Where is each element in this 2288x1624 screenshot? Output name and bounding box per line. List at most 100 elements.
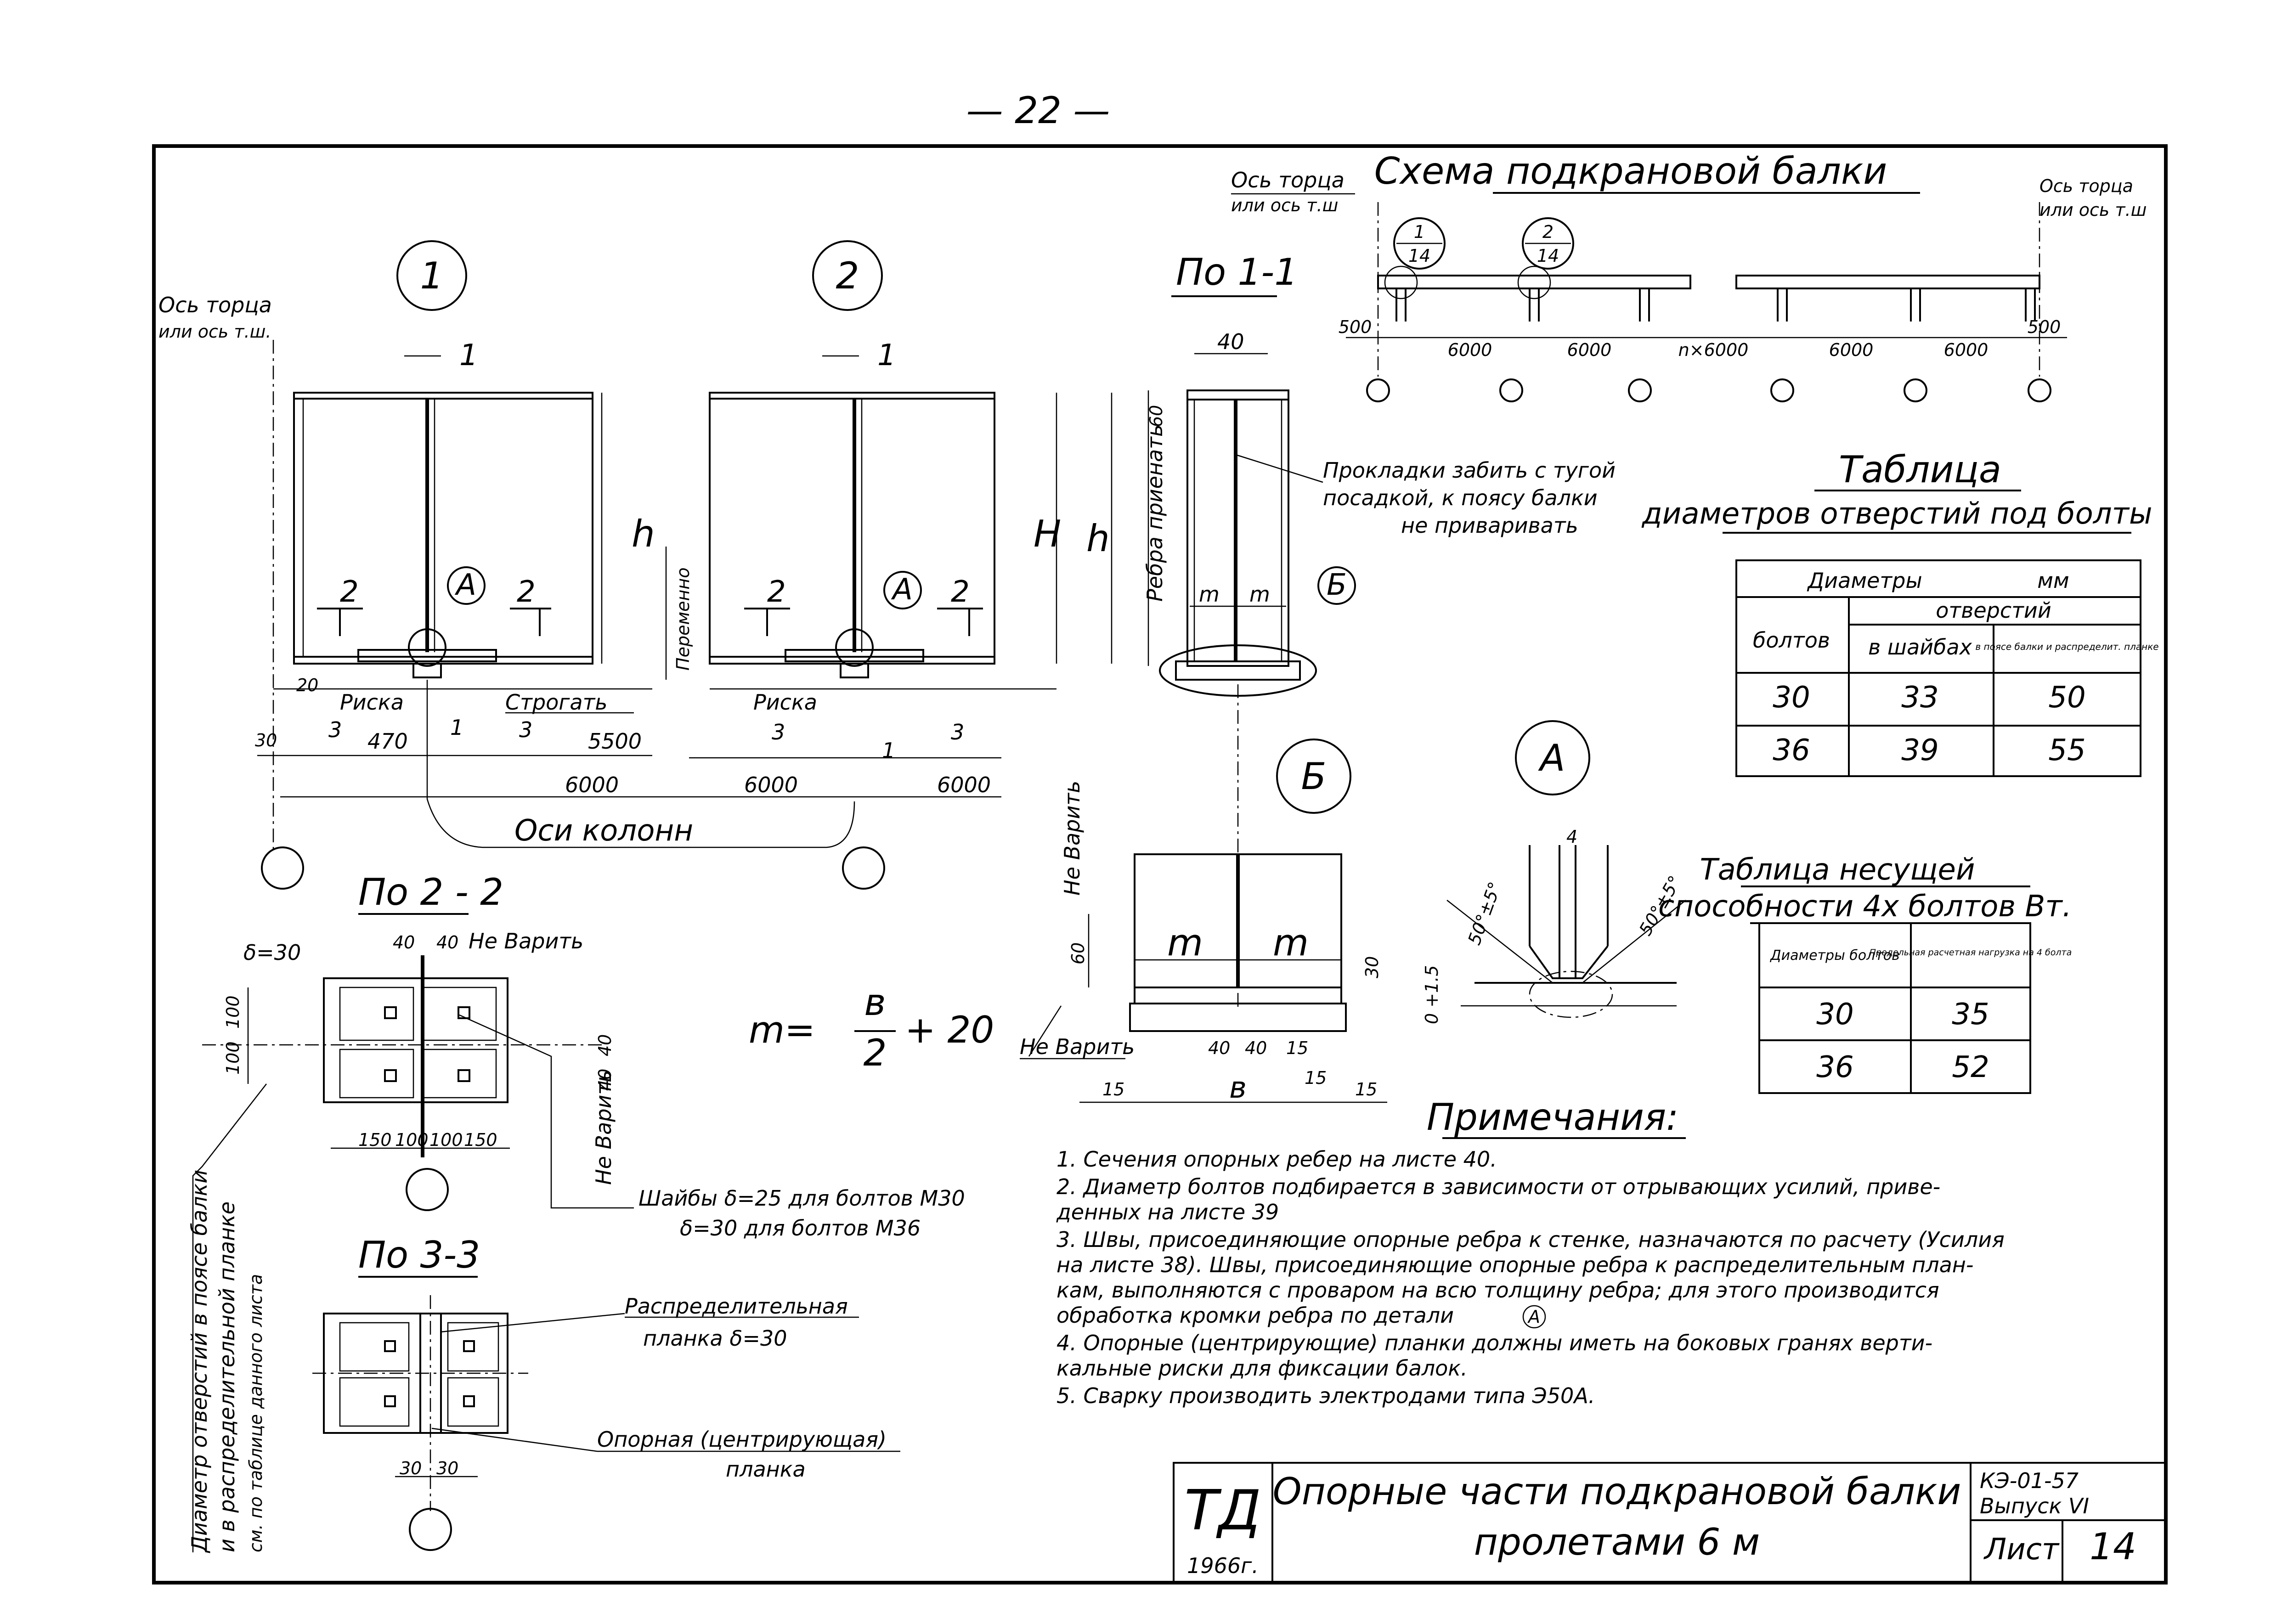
table1-r2-c1: 36 [1773, 733, 1810, 767]
view1-axis-label-1: Ось торца [158, 293, 272, 317]
table1-r1-c1: 30 [1773, 681, 1810, 715]
section22-d40d: 40 [595, 1069, 615, 1091]
tb-issue: Выпуск VI [1980, 1494, 2089, 1518]
view1-d3-right: 3 [519, 717, 532, 742]
detail-b-d30: 30 [1362, 956, 1382, 978]
detail-b-no-weld-left: Не Варить [1020, 1034, 1135, 1059]
view1-d470: 470 [367, 729, 408, 754]
section33-support-2: планка [726, 1457, 806, 1482]
capacity-table: Таблица несущей способности 4х болтов Вт… [1658, 853, 2072, 1094]
view2-cut-2-right: 2 [951, 575, 970, 609]
formula: m= в 2 + 20 [749, 981, 994, 1074]
side-note-2: и в распределительной планке [215, 1201, 239, 1552]
section22-d100b: 100 [223, 1041, 243, 1075]
view1-axis-label-2: или ось т.ш. [158, 321, 271, 342]
tb-org: ТД [1184, 1479, 1261, 1543]
view1-cut-2-right: 2 [517, 575, 536, 609]
view1-riska: Риска [340, 690, 404, 715]
scheme-dim-500-right: 500 [2028, 317, 2061, 337]
detail-b-d15d: 15 [1355, 1079, 1377, 1100]
detail-b-d15b: 15 [1305, 1068, 1327, 1088]
note-line-4: 3. Швы, присоединяющие опорные ребра к с… [1056, 1227, 2005, 1252]
table1-r1-c2: 33 [1901, 681, 1938, 715]
scheme-dim-500-left: 500 [1339, 317, 1372, 337]
section11-m-right: m [1249, 582, 1270, 607]
note-line-6: кам, выполняются с проваром на всю толщи… [1056, 1278, 1939, 1303]
formula-rhs: + 20 [905, 1009, 994, 1051]
view1-d6000: 6000 [565, 773, 619, 797]
notes-title: Примечания: [1427, 1096, 1678, 1139]
scheme-dim-6000-4: 6000 [1944, 340, 1989, 360]
table1-col-plank: в поясе балки и распределит. планке [1975, 641, 2158, 652]
detail-b-d15c: 15 [1102, 1079, 1124, 1100]
view2-riska: Риска [753, 690, 817, 715]
scheme-axis-right-1: Ось торца [2039, 176, 2133, 196]
section11-note-3: не приваривать [1401, 513, 1578, 538]
section11-note-1: Прокладки забить с тугой [1323, 458, 1616, 483]
side-note-1: Диаметр отверстий в поясе балки [187, 1170, 212, 1553]
view2-cut-2-left: 2 [767, 575, 786, 609]
view1-cut-2-left: 2 [340, 575, 359, 609]
scheme-callout-1-top: 1 [1414, 222, 1425, 242]
scheme-dim-6000-2: 6000 [1567, 340, 1612, 360]
table2-r1-c2: 35 [1952, 998, 1989, 1032]
side-note: Диаметр отверстий в поясе балки и в расп… [187, 1083, 267, 1553]
scheme-callout-1-bottom: 14 [1408, 246, 1430, 266]
table2-title-1: Таблица несущей [1700, 853, 1975, 887]
table2-title-2: способности 4х болтов Вт. [1658, 890, 2072, 924]
notes: Примечания: 1. Сечения опорных ребер на … [1056, 1096, 2005, 1408]
scheme-callout-2-bottom: 14 [1537, 246, 1559, 266]
section33-distrib-1: Распределительная [625, 1294, 848, 1319]
note-line-9: кальные риски для фиксации балок. [1056, 1356, 1468, 1381]
tb-year: 1966г. [1187, 1553, 1259, 1578]
view2-d1: 1 [882, 738, 895, 763]
scheme-dim-6000-1: 6000 [1448, 340, 1492, 360]
section22-washers-2: δ=30 для болтов М36 [680, 1216, 921, 1241]
view1-osi-kolonn: Оси колонн [514, 814, 693, 848]
detail-b: Б Не Варить 60 m m 30 40 40 15 15 15 в 1… [1020, 739, 1387, 1105]
detail-b-d60: 60 [1068, 942, 1088, 964]
section11-d40: 40 [1217, 329, 1244, 354]
note-line-7: обработка кромки ребра по детали [1056, 1303, 1454, 1328]
formula-den: 2 [864, 1032, 887, 1074]
scheme-callout-2-top: 2 [1542, 222, 1554, 242]
table2-r2-c1: 36 [1816, 1050, 1853, 1084]
view2-d6000b: 6000 [937, 773, 991, 797]
section22-delta: δ=30 [243, 940, 301, 965]
tb-sheet-number: 14 [2090, 1525, 2136, 1568]
page-number: — 22 — [966, 89, 1110, 132]
view1-detail-a: А [454, 568, 476, 602]
detail-a-angle-left: 50°±5° [1464, 879, 1505, 947]
section11-detail-b: Б [1327, 568, 1347, 602]
view2-number: 2 [836, 254, 859, 297]
section11-m-left: m [1199, 582, 1220, 607]
table1-subtitle: диаметров отверстий под болты [1642, 497, 2152, 531]
tb-sheet-label: Лист [1983, 1533, 2060, 1567]
scheme-dim-6000-3: 6000 [1829, 340, 1874, 360]
table1-r2-c3: 55 [2048, 733, 2085, 767]
detail-b-m-left: m [1167, 921, 1203, 964]
table1-r1-c3: 50 [2048, 681, 2085, 715]
tb-title-1: Опорные части подкрановой балки [1273, 1470, 1961, 1513]
view1-cut-1: 1 [459, 338, 478, 372]
section11-ribs: Ребра приенать [1142, 424, 1167, 602]
section33-distrib-2: планка δ=30 [643, 1326, 787, 1351]
note-line-5: на листе 38). Швы, присоединяющие опорны… [1056, 1252, 1974, 1277]
section-3-3: По 3-3 Распределительная планка δ=30 Опо… [312, 1234, 900, 1551]
section22-d40a: 40 [393, 932, 415, 953]
scheme-axis-right-2: или ось т.ш [2039, 200, 2147, 220]
section22-no-weld-v: Не Варить [591, 1070, 616, 1185]
section22-d40b: 40 [436, 932, 458, 953]
side-note-3: см. по таблице данного листа [246, 1274, 266, 1552]
scheme-title: Схема подкрановой балки [1374, 150, 1887, 192]
detail-a-label: А [1538, 737, 1565, 779]
view1-d5500: 5500 [588, 729, 642, 754]
view1-strogat: Строгать [505, 690, 608, 715]
view1-d20: 20 [296, 675, 318, 695]
table2-col-a: Диаметры болтов [1769, 947, 1900, 964]
section33-d30a: 30 [400, 1458, 422, 1478]
section22-d100c: 100 [395, 1130, 429, 1150]
section11-title: По 1-1 [1176, 251, 1298, 293]
table1-col-bolts: болтов [1753, 628, 1830, 653]
